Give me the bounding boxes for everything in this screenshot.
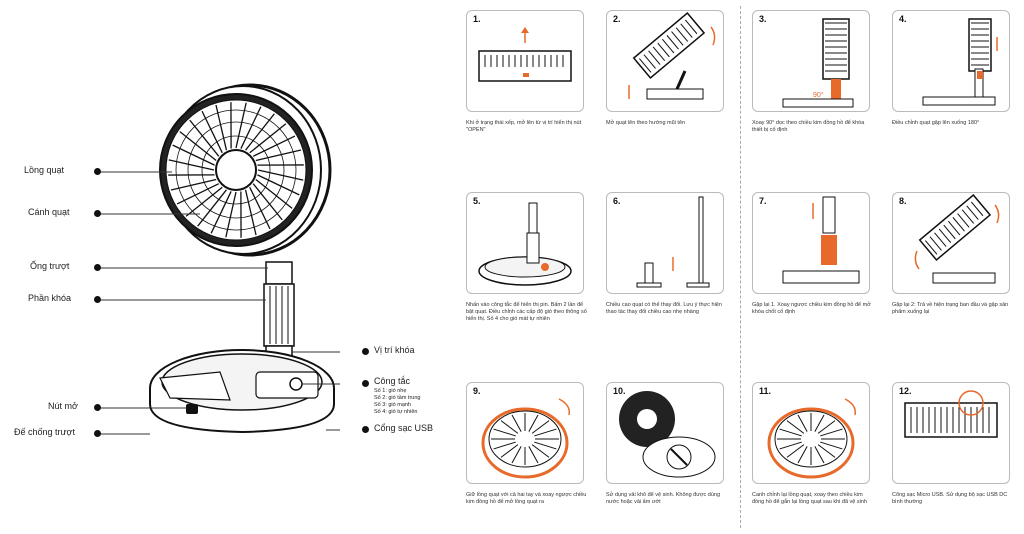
step-number: 10.	[613, 386, 626, 396]
switch-level-2: Số 2: gió tầm trung	[374, 395, 421, 401]
label-lock-position: Vị trí khóa	[374, 345, 415, 355]
switch-levels: Số 1: gió nhẹ Số 2: gió tầm trung Số 3: …	[374, 388, 420, 416]
usb-port-dot	[362, 426, 369, 433]
step-caption: Chiều cao quạt có thể thay đổi. Lưu ý th…	[606, 302, 722, 315]
fan-illustration	[98, 83, 340, 435]
switch-level-3: Số 3: gió mạnh	[374, 402, 411, 408]
switch-level-1: Số 1: gió nhẹ	[374, 388, 407, 394]
step-number: 7.	[759, 196, 767, 206]
step-3-illustration: 90°	[782, 18, 854, 108]
column-separator	[740, 6, 741, 528]
label-switch: Công tắc	[374, 376, 411, 386]
step-number: 1.	[473, 14, 481, 24]
step-card-1: 1.	[466, 10, 584, 112]
step-caption: Điều chỉnh quạt gập lên xuống 180°	[892, 120, 980, 126]
step-number: 6.	[613, 196, 621, 206]
label-blade: Cánh quạt	[28, 207, 70, 217]
step-9-illustration	[481, 398, 571, 479]
step-card-9: 9.	[466, 382, 584, 484]
step-card-2: 2.	[606, 10, 724, 112]
label-cage: Lồng quạt	[24, 165, 65, 175]
lock-part-dot	[94, 296, 101, 303]
step-12-illustration	[904, 390, 998, 438]
open-button-dot	[94, 404, 101, 411]
step-card-11: 11.	[752, 382, 870, 484]
step-6-illustration	[636, 196, 710, 288]
step-caption: Giữ lồng quạt với cả hai tay và xoay ngư…	[466, 492, 587, 505]
step-caption: Nhấn vào công tắc để hiển thị pin. Bấm 2…	[466, 302, 587, 322]
step-number: 12.	[899, 386, 912, 396]
blade-dot	[94, 210, 101, 217]
step-card-6: 6.	[606, 192, 724, 294]
step-number: 8.	[899, 196, 907, 206]
step-number: 2.	[613, 14, 621, 24]
step-7-illustration	[782, 196, 860, 284]
step-number: 11.	[759, 386, 772, 396]
step-card-5: 5.	[466, 192, 584, 294]
step-card-12: 12.	[892, 382, 1010, 484]
step-number: 5.	[473, 196, 481, 206]
anti-slip-dot	[94, 430, 101, 437]
step-caption: Mở quạt lên theo hướng mũi tên	[606, 120, 686, 126]
step-5-illustration	[478, 202, 572, 286]
switch-level-4: Số 4: gió tự nhiên	[374, 409, 418, 415]
label-usb-port: Cổng sạc USB	[374, 423, 434, 433]
fan-grill-ring	[175, 109, 297, 231]
step-10-illustration	[619, 391, 716, 478]
step-card-7: 7.	[752, 192, 870, 294]
tube-dot	[94, 264, 101, 271]
fan-head	[159, 83, 332, 257]
step-card-10: 10.	[606, 382, 724, 484]
step-8-illustration	[914, 193, 1000, 284]
cage-dot	[94, 168, 101, 175]
step-2-illustration	[628, 11, 716, 100]
step-caption: Sử dụng vải khô để vệ sinh. Không được d…	[606, 492, 721, 505]
step-4-illustration	[922, 18, 998, 106]
step-caption: Xoay 90° dọc theo chiều kim đồng hồ để k…	[752, 120, 865, 133]
label-anti-slip: Đế chống trượt	[14, 427, 75, 437]
label-lock-part: Phần khóa	[28, 293, 72, 303]
label-open-button: Nút mở	[48, 401, 78, 411]
step-caption: Cổng sạc Micro USB. Sử dụng bộ sạc USB D…	[892, 492, 1008, 505]
fan-grill-ring	[201, 135, 271, 205]
step-number: 3.	[759, 14, 767, 24]
fan-grill-ring	[187, 121, 285, 219]
step-caption: Canh chỉnh lại lồng quạt, xoay theo chiề…	[752, 492, 867, 505]
step-card-3: 90° 3.	[752, 10, 870, 112]
step-card-8: 8.	[892, 192, 1010, 294]
angle-90-annotation: 90°	[813, 91, 824, 99]
step-caption: Gập lại 1. Xoay ngược chiều kim đồng hồ …	[752, 302, 871, 315]
step-11-illustration	[767, 398, 857, 479]
lock-position-dot	[362, 348, 369, 355]
step-1-illustration	[478, 27, 572, 82]
step-card-4: 4.	[892, 10, 1010, 112]
step-caption: Khi ở trạng thái xếp, mở lên từ vị trí h…	[466, 120, 582, 133]
step-number: 4.	[899, 14, 907, 24]
step-caption: Gập lại 2: Trả về hiện trạng ban đầu và …	[892, 302, 1009, 315]
step-number: 9.	[473, 386, 481, 396]
label-tube: Ống trượt	[30, 261, 70, 271]
switch-dot	[362, 380, 369, 387]
